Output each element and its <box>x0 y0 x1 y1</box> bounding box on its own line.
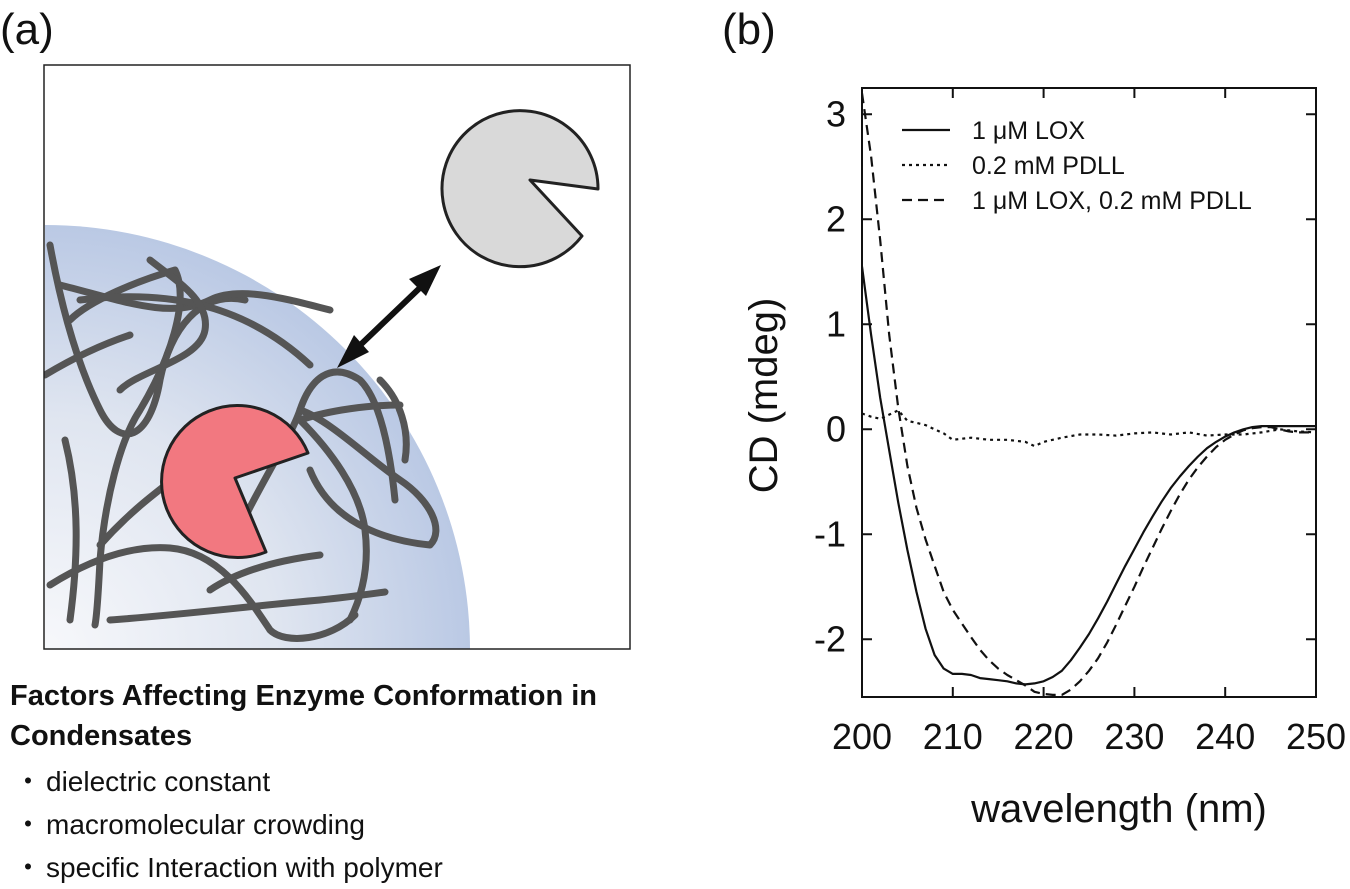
factor-item: ・dielectric constant <box>10 760 770 803</box>
y-axis-label: CD (mdeg) <box>742 298 786 494</box>
factors-title: Factors Affecting Enzyme Conformation in… <box>10 680 598 752</box>
bullet: ・ <box>13 809 42 840</box>
factor-item-label: dielectric constant <box>46 766 271 797</box>
factors-box: Factors Affecting Enzyme Conformation in… <box>10 676 770 889</box>
polymer-strand-icon <box>44 241 440 642</box>
y-tick-label: 0 <box>826 408 846 449</box>
factor-item: ・macromolecular crowding <box>10 803 770 846</box>
factors-list: ・dielectric constant ・macromolecular cro… <box>10 760 770 889</box>
x-axis-label: wavelength (nm) <box>970 787 1267 831</box>
x-tick-label: 240 <box>1195 716 1255 757</box>
pacman-enzyme-icon <box>440 109 600 269</box>
panel-a-label: (a) <box>0 5 54 54</box>
x-tick-label: 200 <box>832 716 892 757</box>
x-tick-label: 220 <box>1014 716 1074 757</box>
legend-label: 1 μM LOX <box>972 117 1085 145</box>
panel-b-label: (b) <box>722 5 776 54</box>
y-tick-label: -1 <box>814 513 846 554</box>
series-line <box>862 409 1316 448</box>
y-tick-label: 1 <box>826 303 846 344</box>
y-tick-label: 3 <box>826 93 846 134</box>
double-arrow-icon <box>337 265 441 368</box>
legend-label: 0.2 mM PDLL <box>972 152 1125 180</box>
y-tick-label: -2 <box>814 618 846 659</box>
factor-item-label: macromolecular crowding <box>46 809 366 840</box>
bullet: ・ <box>13 766 42 797</box>
x-tick-label: 230 <box>1104 716 1164 757</box>
plot-frame <box>861 87 1317 698</box>
pacman-enzyme-icon <box>160 404 310 560</box>
illustration-frame <box>43 64 631 650</box>
bullet: ・ <box>13 852 42 883</box>
series-line <box>862 266 1316 686</box>
x-tick-label: 250 <box>1286 716 1346 757</box>
x-tick-label: 210 <box>923 716 983 757</box>
y-tick-label: 2 <box>826 198 846 239</box>
legend-label: 1 μM LOX, 0.2 mM PDLL <box>972 187 1252 215</box>
factor-item-label: specific Interaction with polymer <box>46 852 443 883</box>
series-line <box>862 93 1316 696</box>
condensate-illustration <box>43 64 631 650</box>
factor-item: ・specific Interaction with polymer <box>10 846 770 889</box>
